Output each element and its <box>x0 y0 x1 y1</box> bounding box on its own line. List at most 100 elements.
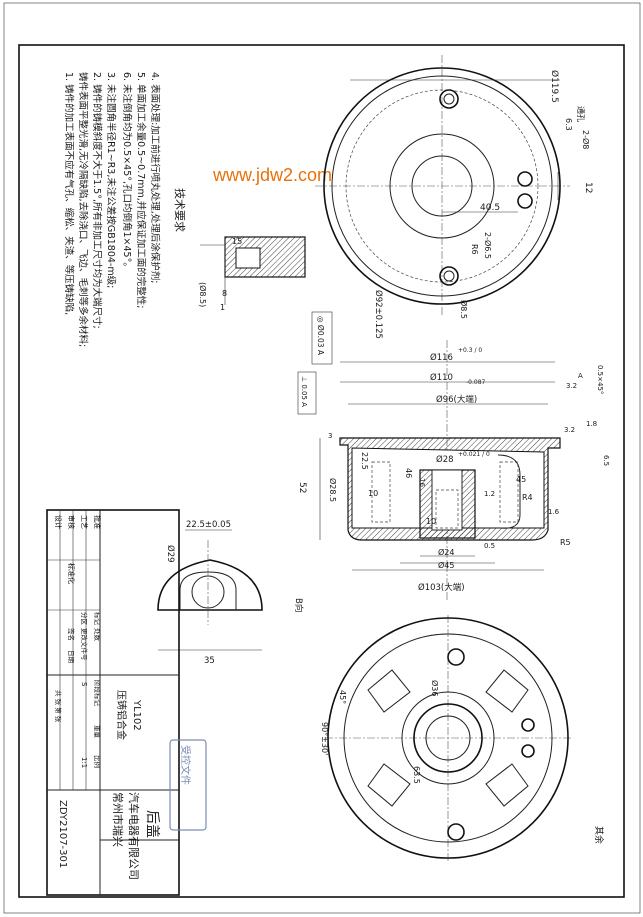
dim-d28-tol: +0.021 / 0 <box>458 451 490 458</box>
rev-col-0: 标记 <box>93 612 102 626</box>
side-hole-a <box>517 193 533 209</box>
dim-45b: 45 <box>516 475 526 484</box>
rev-col-2: 分区 <box>80 612 89 626</box>
dim-d96: Ø96(大端) <box>436 394 477 405</box>
company-line-2: 汽车电器有限公司 <box>127 792 141 880</box>
dim-d119: Ø119.5 <box>549 70 560 103</box>
dim-d103: Ø103(大端) <box>418 582 465 593</box>
dim-40-5: 40.5 <box>480 203 500 213</box>
stage-col-1: 重量 <box>93 725 101 739</box>
rev-col-1: 处数 <box>93 628 102 642</box>
dim-h65: 6.5 <box>602 455 610 466</box>
title-block: 设计 审核 工艺 批准 标准化 标记 处数 分区 更改文件号 签名 日期 阶段标… <box>46 509 207 896</box>
bottom-hole-top <box>447 648 465 666</box>
b-view: 22.5±0.05 Ø29 35 B向 <box>157 520 304 666</box>
slot-3 <box>367 763 411 807</box>
note-line-5: 4. 表面处理:加工前进行喷丸处理,处理后涂保护剂; <box>149 72 161 284</box>
drawing-border <box>18 44 625 898</box>
std-label: 标准化 <box>67 563 76 584</box>
dim-h18: 1.8 <box>586 420 597 428</box>
rest-roughness-label: 其余 <box>593 826 605 844</box>
dim-h10b: 10 <box>426 517 436 526</box>
role-review: 审核 <box>67 515 76 529</box>
b-view-outline <box>157 559 263 611</box>
note-line-3: 2. 铸件的铸模斜度不大于1.5°,所有非加工尺寸均为大端尺寸; <box>91 72 103 329</box>
tolerance-frame-top <box>311 311 333 365</box>
b-view-label: B向 <box>293 598 304 612</box>
rev-col-4: 签名 <box>67 628 76 641</box>
dim-d110: Ø110 <box>430 372 453 383</box>
stage-col-0: 阶段标记 <box>93 680 102 707</box>
dim-d85: Ø8.5 <box>459 300 469 319</box>
note-line-6: 5. 单面加工余量0.5~0.7mm,并应保证加工面的完整性; <box>135 72 147 309</box>
b-dim-d29: Ø29 <box>165 545 176 563</box>
leader-16: 1.6 <box>548 508 560 516</box>
perpendicularity-frame <box>297 371 317 415</box>
slot-4 <box>485 763 529 807</box>
dim-h12: 1.2 <box>484 490 495 498</box>
dim-h05: 0.5 <box>484 542 495 550</box>
dim-h46: 46 <box>404 468 413 478</box>
bottom-dim-d36: Ø36 <box>430 680 440 696</box>
dim-r5: R5 <box>560 538 571 547</box>
side-hole-b <box>517 171 533 187</box>
bottom-dim-635: 63.5 <box>412 766 421 784</box>
bottom-dim-45: 45° <box>338 690 347 704</box>
b-dim-225: 22.5±0.05 <box>186 520 231 530</box>
dim-d24: Ø24 <box>438 547 454 557</box>
top-view: Ø119.5 40.5 12 R6 2-Ø8 通孔 6.3 2-Ø6.5 Ø8.… <box>311 55 593 365</box>
drawing-number: ZDY2107-301 <box>57 800 68 868</box>
dim-d45: Ø45 <box>438 560 454 570</box>
b-dim-35: 35 <box>204 656 215 666</box>
detail-dim-85: (Ø8.5) <box>198 282 208 307</box>
material-grade: YL102 <box>131 699 142 731</box>
bottom-outer-circle <box>327 617 569 859</box>
outer-circle <box>323 67 561 305</box>
watermark-text: www.jdw2.com <box>212 165 332 185</box>
part-name: 后盖 <box>144 810 160 838</box>
dim-h10a: 10 <box>368 489 378 498</box>
paper-edge <box>3 2 641 914</box>
tol-frame-perp: ⊥ 0.05 A <box>300 376 308 407</box>
mount-hole-bottom <box>439 266 459 286</box>
role-approve: 批准 <box>93 515 102 529</box>
rev-col-5: 日期 <box>67 650 75 664</box>
dim-r4: R4 <box>522 493 533 502</box>
note-line-7: 6. 未注倒角均为0.5×45°,孔口均倒角1×45°。 <box>121 72 133 272</box>
dim-r6: R6 <box>470 244 479 255</box>
technical-notes: 1. 铸件的加工表面不应有气孔、缩松、夹渣、等压铸缺陷, 铸件表面平整光滑,无冷… <box>63 72 186 347</box>
detail-dim-1: 1 <box>220 303 225 312</box>
dim-r63: 6.3 <box>564 118 573 131</box>
sheet-info: 共 张 第 张 <box>54 690 63 723</box>
section-view: Ø116 +0.3 / 0 Ø110 -0.087 Ø96(大端) Ø28 +0… <box>297 340 610 600</box>
dim-h16: 16 <box>418 478 426 487</box>
scale-value: 1:1 <box>80 757 88 768</box>
dim-holes-a: 2-Ø8 <box>581 130 591 149</box>
dim-d285: Ø28.5 <box>328 478 338 502</box>
stage-col-2: 比例 <box>93 755 102 768</box>
dim-h3: 3 <box>328 432 332 440</box>
note-line-2: 铸件表面平整光滑,无冷隔缺陷,去除浇口、飞边、毛刺等多余材料; <box>77 72 89 347</box>
dim-h52: 52 <box>297 482 307 493</box>
dim-d28: Ø28 <box>436 454 454 465</box>
dim-h32: 3.2 <box>564 426 575 434</box>
dim-chamfer: 0.5×45° <box>596 365 604 394</box>
slot-2 <box>485 669 529 713</box>
dim-d110-tol: -0.087 <box>466 379 486 386</box>
notes-heading: 技术要求 <box>173 188 186 232</box>
note-line-4: 3. 未注圆角半径R1~R3,未注公差按GB1804-m级; <box>105 72 117 288</box>
dim-d116: Ø116 <box>430 352 453 363</box>
controlled-stamp-text: 受控文件 <box>179 745 192 785</box>
controlled-stamp <box>169 739 207 831</box>
stage-mark: S <box>80 682 88 687</box>
material-name: 压铸铝合金 <box>115 690 128 740</box>
dim-holes-b: 2-Ø6.5 <box>483 232 493 259</box>
bottom-dim-90: 90°±30' <box>320 722 329 755</box>
detail-dim-15: 15 <box>232 237 242 246</box>
company-line-1: 常州市瑞兴 <box>111 792 125 847</box>
datum-a: A <box>578 372 583 380</box>
mount-hole-top <box>439 89 459 109</box>
dim-blank: 通孔 <box>576 106 586 122</box>
dim-r01: 3.2 <box>566 382 577 390</box>
